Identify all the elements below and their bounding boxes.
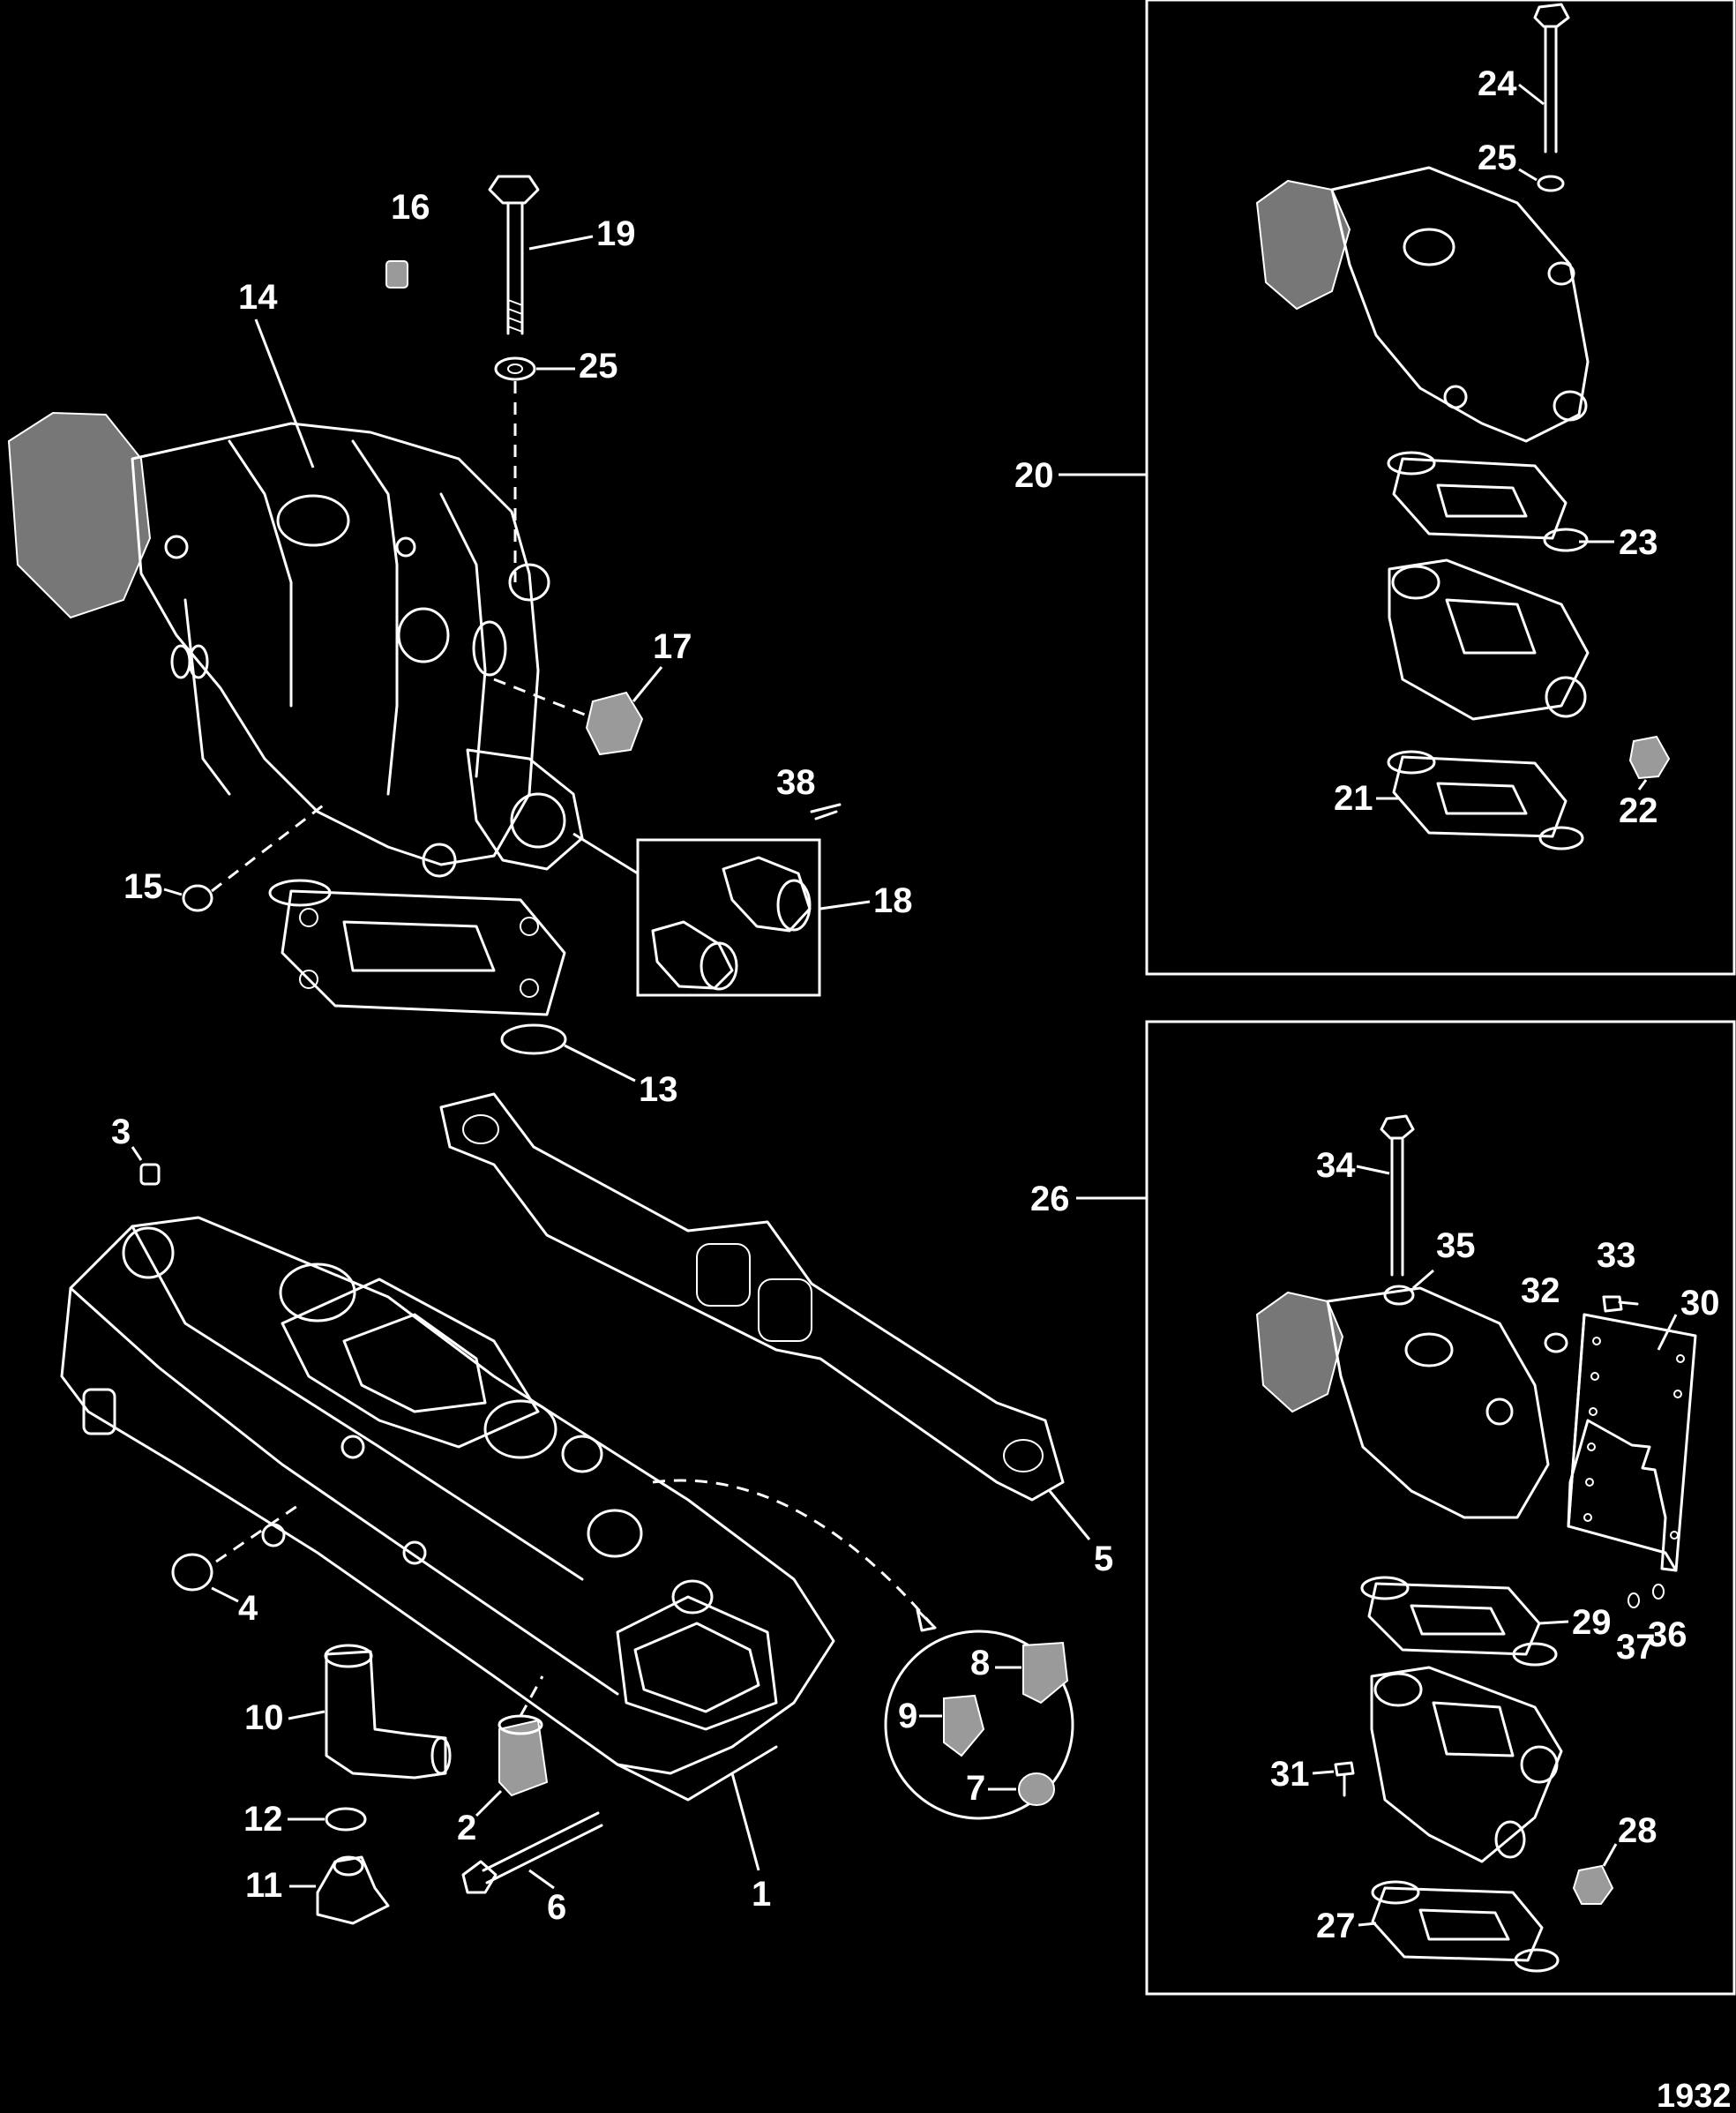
callout-19: 19 [596,214,636,253]
callout-37: 37 [1616,1628,1656,1667]
callout-25-main: 25 [579,347,618,386]
gasket-13 [268,879,567,1055]
inset-box-26 [1145,1020,1736,1996]
fitting-11 [316,1855,390,1925]
callout-36: 36 [1648,1615,1687,1654]
plug-8 [1022,1641,1069,1705]
plug-3 [139,1163,161,1186]
gasket-5 [439,1092,1065,1502]
callout-18: 18 [873,881,913,920]
callout-6: 6 [547,1888,566,1927]
callout-22: 22 [1619,791,1658,830]
callout-29: 29 [1572,1603,1612,1642]
gasket-27 [1371,1880,1560,1973]
plug-28 [1572,1864,1614,1905]
plug-16 [385,260,408,288]
callout-3: 3 [111,1113,131,1151]
exhaust-manifold [60,1216,835,1802]
detail-circle [884,1630,1074,1820]
callout-33: 33 [1597,1236,1636,1275]
callout-12: 12 [243,1800,283,1839]
screw-33 [1602,1295,1639,1313]
fitting-10 [324,1644,452,1780]
washer-36 [1652,1584,1665,1600]
exhaust-elbow [7,411,584,878]
callout-26: 26 [1030,1180,1070,1218]
plug-32 [1544,1332,1568,1353]
washer-37 [1628,1592,1640,1608]
washer-35 [1383,1285,1415,1306]
bolt-34 [1380,1114,1415,1277]
plug-15 [182,884,213,912]
inset-box-20 [1145,0,1736,976]
o-ring-12 [325,1807,367,1832]
figure-number: 1932 [1657,2078,1732,2113]
callout-7: 7 [966,1769,985,1808]
fitting-38 [810,803,842,820]
callout-35: 35 [1436,1226,1476,1265]
spacer-block-20 [1388,558,1590,721]
callout-34: 34 [1316,1146,1356,1185]
callout-8: 8 [970,1644,990,1682]
elbow-20 [1255,166,1590,443]
callout-31: 31 [1270,1755,1310,1794]
bolt-19 [488,175,540,335]
bolt-24 [1533,3,1570,154]
gasket-21 [1387,750,1584,850]
bolt-6 [461,1811,603,1894]
callout-25-inset: 25 [1478,139,1517,177]
callout-13: 13 [639,1070,678,1109]
plug-17 [585,691,644,756]
callout-15: 15 [123,867,163,906]
plug-7 [1018,1772,1055,1806]
callout-38: 38 [776,763,816,802]
spacer-block-26 [1370,1666,1563,1863]
screw-31 [1334,1761,1355,1797]
callout-24: 24 [1478,64,1517,103]
elbow-26 [1255,1286,1550,1519]
gasket-23 [1387,451,1589,552]
washer-25-inset [1537,175,1565,192]
callout-21: 21 [1334,779,1373,818]
callout-17: 17 [653,627,692,666]
callout-23: 23 [1619,523,1658,562]
washer-25 [494,356,536,381]
callout-1: 1 [752,1875,771,1914]
callout-28: 28 [1618,1811,1657,1850]
callout-10: 10 [244,1698,284,1737]
callout-2: 2 [457,1809,476,1847]
callout-32: 32 [1521,1271,1560,1310]
callout-30: 30 [1680,1284,1720,1322]
gasket-29 [1360,1576,1558,1667]
callout-16: 16 [391,188,430,227]
callout-11: 11 [245,1866,282,1905]
inset-box-18 [636,838,821,997]
callout-4: 4 [238,1589,258,1628]
callout-9: 9 [898,1697,917,1735]
fitting-18 [651,856,812,991]
callout-5: 5 [1094,1540,1113,1578]
plug-2 [498,1714,549,1797]
plate-30 [1567,1313,1697,1572]
ring-4 [171,1553,213,1592]
plug-22 [1628,735,1671,780]
callout-14: 14 [238,278,278,317]
callout-20: 20 [1014,456,1054,495]
callout-27: 27 [1316,1907,1356,1945]
plug-9 [943,1694,985,1757]
